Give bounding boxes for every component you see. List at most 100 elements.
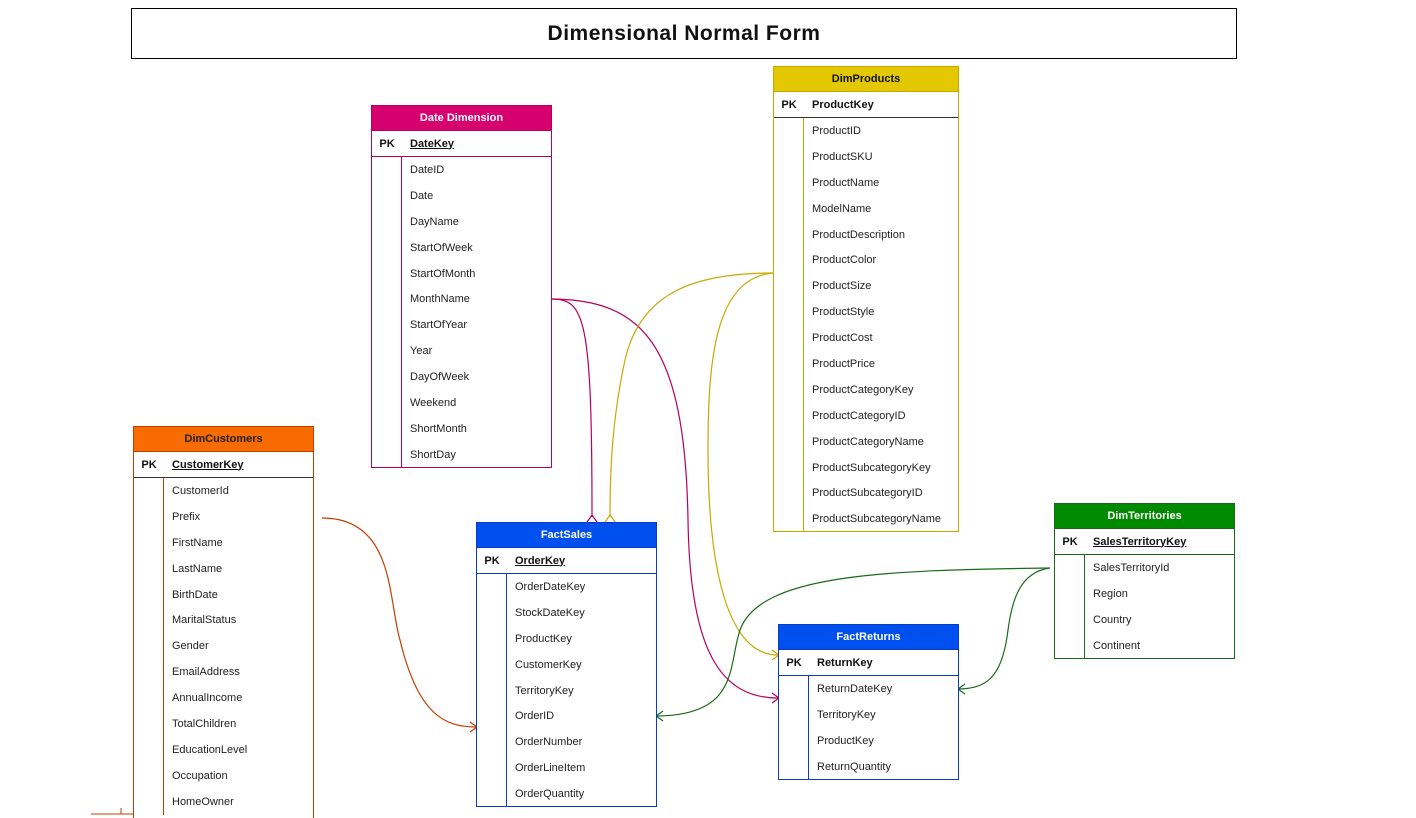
pk-label: PK bbox=[379, 137, 395, 150]
field: ProductDescription bbox=[812, 228, 905, 241]
field: FirstName bbox=[172, 536, 223, 549]
field: OrderID bbox=[515, 710, 555, 723]
field: MaritalStatus bbox=[172, 614, 237, 627]
pk-label: PK bbox=[786, 656, 802, 669]
field: Occupation bbox=[172, 769, 228, 782]
field: TerritoryKey bbox=[817, 708, 876, 721]
field: ReturnDateKey bbox=[817, 682, 893, 695]
field: AnnualIncome bbox=[172, 692, 243, 705]
field: DayName bbox=[410, 215, 459, 228]
field: EducationLevel bbox=[172, 743, 248, 756]
pk-field: ProductKey bbox=[812, 98, 874, 111]
entity-header: DimProducts bbox=[774, 67, 958, 92]
field: MonthName bbox=[410, 293, 470, 306]
field-list: OrderDateKey StockDateKey ProductKey Cus… bbox=[477, 574, 656, 808]
pk-row: PK CustomerKey bbox=[134, 452, 313, 478]
field: TotalChildren bbox=[172, 717, 237, 730]
field: Prefix bbox=[172, 510, 201, 523]
field: ProductSubcategoryID bbox=[812, 487, 923, 500]
field: ShortMonth bbox=[410, 422, 467, 435]
field: EmailAddress bbox=[172, 666, 240, 679]
field-list: ReturnDateKey TerritoryKey ProductKey Re… bbox=[779, 676, 958, 780]
field: ProductCategoryName bbox=[812, 435, 924, 448]
entity-header: DimTerritories bbox=[1055, 504, 1234, 529]
entity-dim-territories[interactable]: DimTerritories PK SalesTerritoryKey Sale… bbox=[1054, 503, 1235, 659]
pk-field: CustomerKey bbox=[172, 458, 244, 471]
entity-fact-returns[interactable]: FactReturns PK ReturnKey ReturnDateKey T… bbox=[778, 624, 959, 780]
pk-row: PK OrderKey bbox=[477, 548, 656, 574]
field: Gender bbox=[172, 640, 209, 653]
field: Continent bbox=[1093, 639, 1141, 652]
field: OrderLineItem bbox=[515, 762, 586, 775]
connector-territories-to-factsales bbox=[656, 567, 1051, 717]
pk-field: SalesTerritoryKey bbox=[1093, 535, 1187, 548]
connector-customers-to-factsales bbox=[321, 517, 477, 728]
field: ProductCategoryID bbox=[812, 409, 906, 422]
entity-fact-sales[interactable]: FactSales PK OrderKey OrderDateKey Stock… bbox=[476, 522, 657, 808]
field: ShortDay bbox=[410, 448, 456, 461]
pk-field: DateKey bbox=[410, 137, 455, 150]
field-list: ProductID ProductSKU ProductName ModelNa… bbox=[774, 118, 958, 533]
entity-header: DimCustomers bbox=[134, 427, 313, 452]
entity-dim-customers[interactable]: DimCustomers PK CustomerKey CustomerId P… bbox=[133, 426, 314, 818]
field: ProductStyle bbox=[812, 306, 875, 319]
pk-row: PK SalesTerritoryKey bbox=[1055, 529, 1234, 555]
field: OrderNumber bbox=[515, 736, 583, 749]
field: DateID bbox=[410, 163, 445, 176]
field: ProductCategoryKey bbox=[812, 383, 914, 396]
field: Weekend bbox=[410, 396, 457, 409]
field: ProductSubcategoryKey bbox=[812, 461, 931, 474]
field: Year bbox=[410, 345, 433, 358]
entity-header: FactReturns bbox=[779, 625, 958, 650]
crowfoot-date-factsales bbox=[586, 513, 598, 523]
pk-row: PK ReturnKey bbox=[779, 650, 958, 676]
field: Country bbox=[1093, 613, 1132, 626]
field: StartOfMonth bbox=[410, 267, 476, 280]
connector-territories-to-factreturns bbox=[958, 567, 1051, 690]
crowfoot-products-factsales bbox=[604, 513, 616, 523]
diagram-title: Dimensional Normal Form bbox=[131, 8, 1237, 59]
field: ReturnQuantity bbox=[817, 760, 891, 773]
field: SalesTerritoryId bbox=[1093, 561, 1170, 574]
field: TerritoryKey bbox=[515, 684, 574, 697]
entity-header: FactSales bbox=[477, 523, 656, 548]
field: ProductColor bbox=[812, 254, 877, 267]
field: StartOfYear bbox=[410, 319, 468, 332]
field: ProductSKU bbox=[812, 150, 873, 163]
field: BirthDate bbox=[172, 588, 218, 601]
field: ProductCost bbox=[812, 332, 873, 345]
field: ModelName bbox=[812, 202, 872, 215]
pk-field: OrderKey bbox=[515, 554, 566, 567]
field: ProductKey bbox=[515, 632, 572, 645]
field: OrderQuantity bbox=[515, 788, 585, 801]
pk-label: PK bbox=[781, 98, 797, 111]
connector-date-to-factsales bbox=[551, 298, 593, 518]
field: StockDateKey bbox=[515, 606, 585, 619]
connector-products-to-factreturns bbox=[707, 272, 779, 656]
pk-label: PK bbox=[484, 554, 500, 567]
field-list: DateID Date DayName StartOfWeek StartOfM… bbox=[372, 157, 551, 468]
pk-row: PK DateKey bbox=[372, 131, 551, 157]
field: Region bbox=[1093, 587, 1128, 600]
field: ProductID bbox=[812, 124, 861, 137]
field: ProductName bbox=[812, 176, 880, 189]
entity-dim-products[interactable]: DimProducts PK ProductKey ProductID Prod… bbox=[773, 66, 959, 533]
field: ProductSubcategoryName bbox=[812, 513, 942, 526]
field: ProductPrice bbox=[812, 357, 875, 370]
field: Date bbox=[410, 189, 434, 202]
field: StartOfWeek bbox=[410, 241, 473, 254]
field: HomeOwner bbox=[172, 795, 234, 808]
field: CustomerKey bbox=[515, 658, 582, 671]
connector-products-to-factsales bbox=[609, 272, 774, 518]
entity-header: Date Dimension bbox=[372, 106, 551, 131]
field: LastName bbox=[172, 562, 223, 575]
entity-date-dimension[interactable]: Date Dimension PK DateKey DateID Date Da… bbox=[371, 105, 552, 468]
pk-field: ReturnKey bbox=[817, 656, 873, 669]
field: OrderDateKey bbox=[515, 580, 586, 593]
field: ProductKey bbox=[817, 734, 874, 747]
field: CustomerId bbox=[172, 484, 229, 497]
pk-row: PK ProductKey bbox=[774, 92, 958, 118]
field: ProductSize bbox=[812, 280, 872, 293]
field: DayOfWeek bbox=[410, 371, 470, 384]
field-list: SalesTerritoryId Region Country Continen… bbox=[1055, 555, 1234, 659]
